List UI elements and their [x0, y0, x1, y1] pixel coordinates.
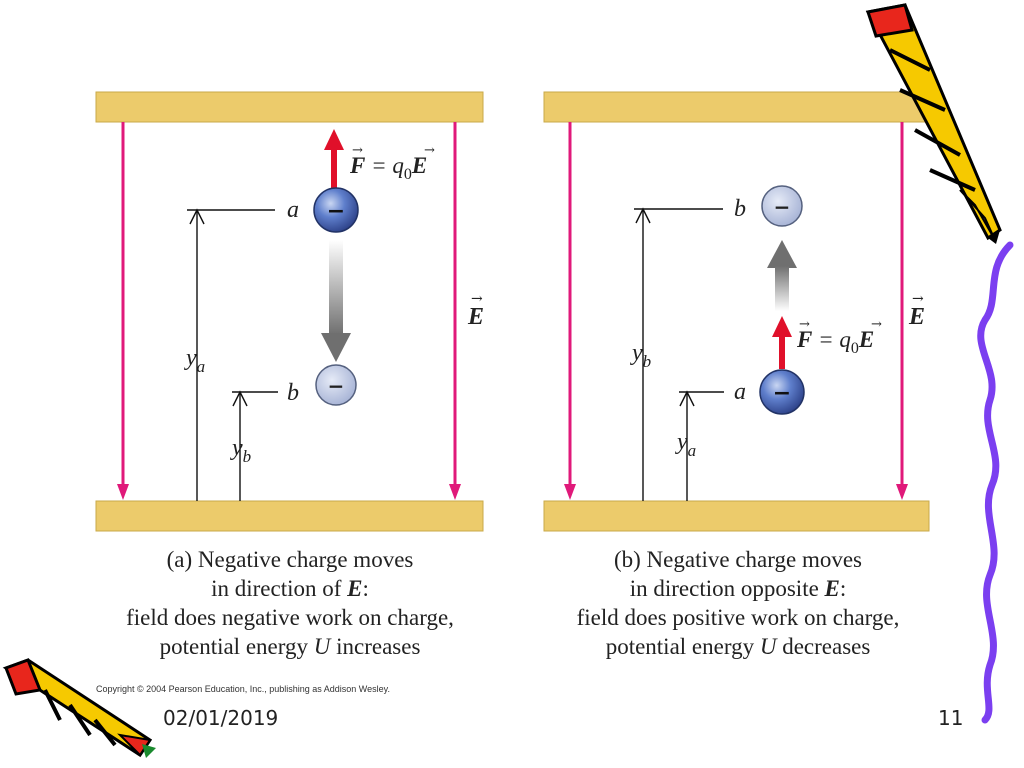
pencil-clipart-top-right [865, 3, 1002, 244]
panel-b: E → yb ya b a − F = q0E → → − [543, 91, 930, 532]
force-vector-arrow-F-a: → [352, 143, 363, 158]
caption-panel-b: (b) Negative charge moves in direction o… [548, 545, 928, 661]
top-plate-b [543, 91, 930, 123]
caption-b-line2: in direction opposite E: [629, 576, 847, 601]
bottom-plate-b [543, 500, 930, 532]
field-line-left-b [564, 122, 576, 500]
motion-arrow-up-b [767, 240, 797, 311]
field-line-right-a [449, 122, 461, 500]
force-vector-arrow-F-b: → [799, 317, 810, 332]
caption-b-line3: field does positive work on charge, [576, 605, 900, 630]
label-ya-b: ya [675, 429, 696, 460]
slide-number: 11 [938, 706, 964, 730]
force-arrow-a [324, 129, 344, 188]
squiggle-decoration-right [977, 241, 1014, 724]
caption-a-line4: potential energy U increases [159, 634, 421, 659]
force-vector-arrow-E-a: → [424, 143, 435, 158]
label-yb-a: yb [230, 435, 251, 466]
caption-a-line1: (a) Negative charge moves [166, 547, 414, 572]
ya-arrow-head-a [189, 208, 205, 225]
caption-a-line3: field does negative work on charge, [126, 605, 454, 630]
force-arrow-b [772, 316, 792, 369]
force-vector-arrow-E-b: → [871, 317, 882, 332]
copyright-notice: Copyright © 2004 Pearson Education, Inc.… [96, 684, 390, 694]
yb-arrow-head-b [635, 207, 651, 224]
charge-at-a-panel-b: − [759, 369, 805, 415]
force-label-a: F = q0E [349, 153, 427, 183]
field-vector-arrow-b: → [912, 291, 924, 307]
yb-bracket-b [634, 208, 723, 501]
label-yb-b: yb [630, 340, 651, 371]
footer-date: 02/01/2019 [163, 706, 279, 730]
ya-arrow-head-b [679, 390, 695, 407]
svg-text:−: − [327, 199, 345, 224]
label-ya-a: ya [184, 345, 205, 376]
charge-at-b-panel-b: − [761, 185, 803, 227]
bottom-plate-a [95, 500, 484, 532]
field-line-left-a [117, 122, 129, 500]
yb-arrow-head-a [232, 390, 248, 407]
point-a-label-b: a [734, 379, 746, 405]
top-plate-a [95, 91, 484, 123]
field-line-right-b [896, 122, 908, 500]
caption-b-line4: potential energy U decreases [605, 634, 871, 659]
point-b-label-b: b [734, 196, 746, 222]
motion-arrow-down-a [321, 240, 351, 362]
panel-a: E → ya yb a b F = q0E → → − [95, 91, 484, 532]
caption-b-line1: (b) Negative charge moves [613, 547, 862, 572]
caption-a-line2: in direction of E: [211, 576, 369, 601]
field-vector-arrow-a: → [471, 291, 483, 307]
caption-panel-a: (a) Negative charge moves in direction o… [100, 545, 480, 661]
field-label-b: E [908, 304, 925, 330]
pencil-clipart-bottom-left [2, 658, 156, 758]
svg-text:−: − [773, 381, 791, 406]
svg-text:−: − [774, 195, 791, 219]
svg-text:−: − [328, 374, 345, 398]
point-a-label-a: a [287, 197, 299, 223]
field-label-a: E [467, 304, 484, 330]
charge-at-b-panel-a: − [315, 364, 357, 406]
ya-bracket-a [187, 209, 275, 501]
force-label-b: F = q0E [796, 327, 874, 357]
charge-at-a-panel-a: − [313, 187, 359, 233]
point-b-label-a: b [287, 380, 299, 406]
